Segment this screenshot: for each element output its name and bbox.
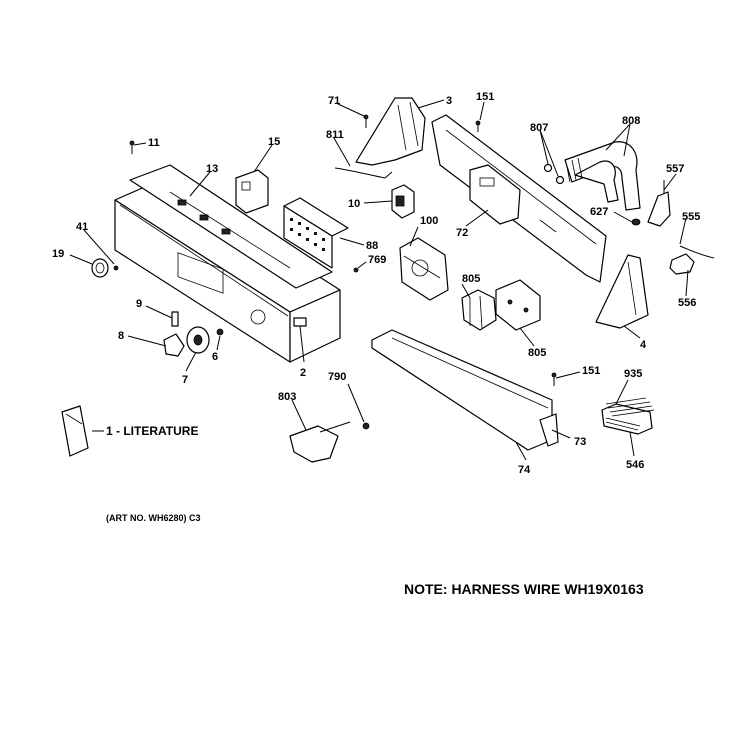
part-3-shape	[355, 97, 426, 166]
label-151-lower: 151	[582, 365, 600, 377]
part-7-dial	[186, 326, 210, 354]
part-100-shape	[399, 237, 449, 301]
part-805-switch	[461, 289, 497, 331]
literature-label: 1 - LITERATURE	[106, 424, 198, 438]
label-72: 72	[456, 227, 468, 239]
label-3: 3	[446, 95, 452, 107]
label-6: 6	[212, 351, 218, 363]
part-88-shape	[283, 197, 349, 269]
art-number: (ART NO. WH6280) C3	[106, 513, 201, 523]
label-11: 11	[148, 137, 160, 149]
label-4: 4	[640, 339, 647, 351]
label-100: 100	[420, 215, 438, 227]
label-88: 88	[366, 240, 378, 252]
part-15-shape	[235, 169, 269, 214]
label-556: 556	[678, 297, 696, 309]
label-15: 15	[268, 136, 280, 148]
part-41-shape	[113, 265, 119, 271]
panel-frame-part	[129, 164, 333, 289]
label-546: 546	[626, 459, 644, 471]
part-4-shape	[595, 254, 649, 329]
label-769: 769	[368, 254, 386, 266]
part-6-shape	[216, 328, 224, 336]
part-627-shape	[631, 218, 641, 226]
part-151-screw-lower	[551, 372, 557, 386]
label-2: 2	[300, 367, 306, 379]
part-935-546-harness	[601, 397, 655, 435]
part-790-shape	[362, 422, 370, 430]
part-557-shape	[647, 180, 671, 227]
callout-labels: 3 151 71 811 807 808 11 15 13 10 72 557 …	[52, 91, 700, 476]
label-935: 935	[624, 368, 642, 380]
label-74: 74	[518, 464, 531, 476]
label-9: 9	[136, 298, 142, 310]
part-151-screw-top	[475, 120, 481, 132]
part-72-shape	[431, 114, 607, 283]
label-808: 808	[622, 115, 640, 127]
label-13: 13	[206, 163, 218, 175]
label-811: 811	[326, 129, 344, 141]
part-807-shape	[543, 163, 565, 185]
label-627: 627	[590, 206, 608, 218]
label-151-top: 151	[476, 91, 494, 103]
part-9-shape	[171, 311, 179, 327]
label-10: 10	[348, 198, 360, 210]
part-556-shape	[669, 253, 695, 275]
label-790: 790	[328, 371, 346, 383]
part-11-screw	[129, 140, 135, 154]
part-2-shape	[293, 317, 307, 327]
part-8-knob	[163, 333, 185, 357]
part-71-screw	[363, 114, 369, 128]
part-769-screw	[353, 267, 359, 273]
label-71: 71	[328, 95, 340, 107]
part-803-shape	[289, 421, 351, 463]
part-10-shape	[391, 184, 415, 219]
part-808-shape	[564, 141, 641, 211]
harness-wire-note: NOTE: HARNESS WIRE WH19X0163	[404, 581, 644, 597]
part-19-knob	[91, 258, 109, 278]
label-73: 73	[574, 436, 586, 448]
label-7: 7	[182, 374, 188, 386]
label-8: 8	[118, 330, 124, 342]
leader-lines	[69, 99, 689, 461]
label-555: 555	[682, 211, 700, 223]
label-807: 807	[530, 122, 548, 134]
label-803: 803	[278, 391, 296, 403]
part-805-block	[495, 279, 541, 331]
label-805-top: 805	[462, 273, 480, 285]
label-19: 19	[52, 248, 64, 260]
literature-sheet-icon	[61, 405, 89, 457]
label-557: 557	[666, 163, 684, 175]
part-555-cord	[679, 245, 715, 259]
label-41: 41	[76, 221, 88, 233]
label-805-bottom: 805	[528, 347, 546, 359]
part-73-74-rail	[371, 329, 559, 451]
part-811-wire	[334, 167, 393, 179]
